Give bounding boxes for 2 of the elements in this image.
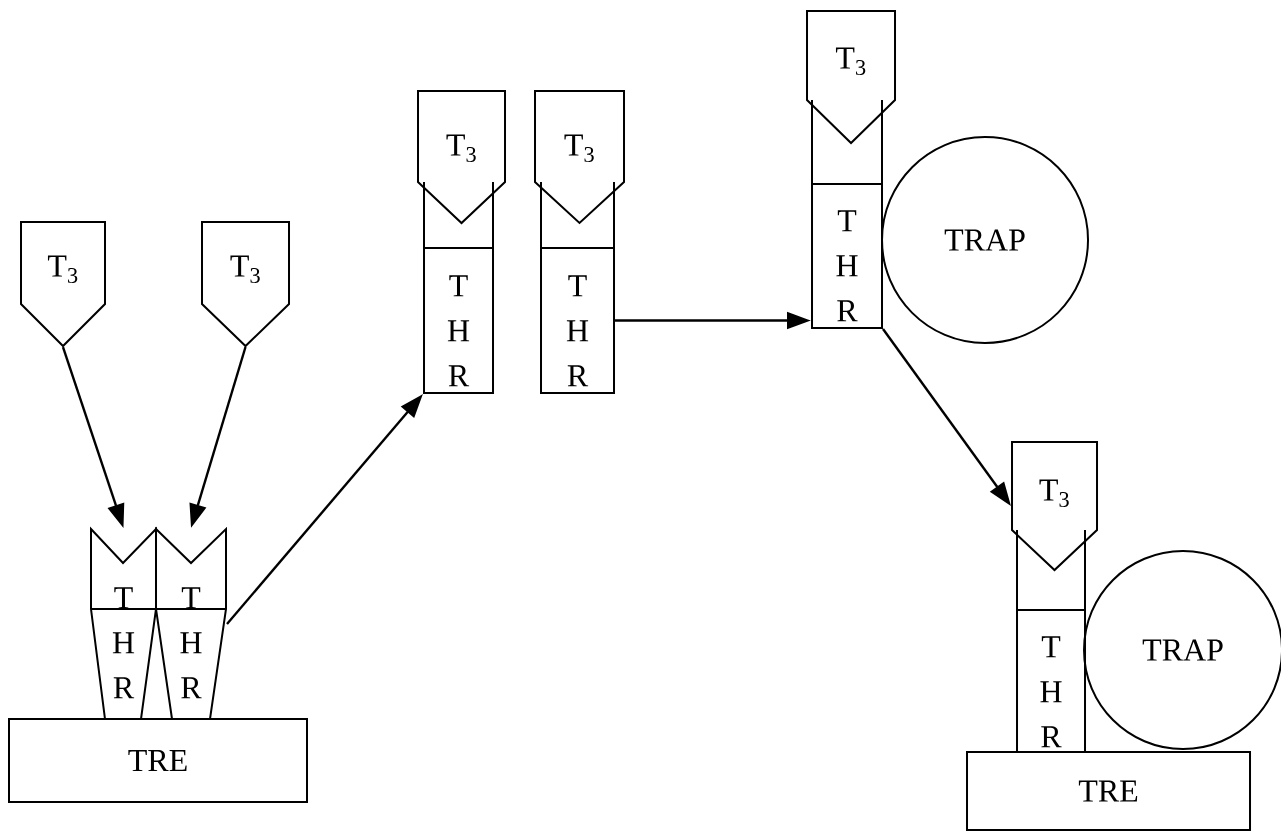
response-element-box: TRE [8, 718, 308, 803]
response-element-box: TRE [966, 751, 1251, 831]
